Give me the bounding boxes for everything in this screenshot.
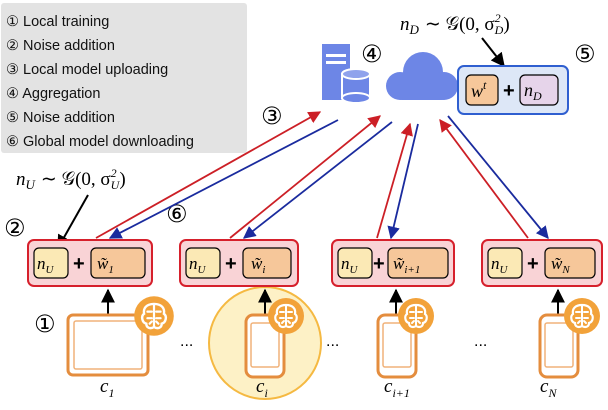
server-noise-cell: [519, 74, 559, 106]
svg-text:nU: nU: [341, 254, 359, 276]
phone-icon: [244, 313, 286, 379]
svg-text:+: +: [503, 80, 515, 102]
svg-text:w̃N: w̃N: [551, 254, 570, 276]
svg-text:+: +: [527, 253, 539, 275]
client-i-plus-1-noise-cell: [337, 247, 373, 279]
svg-text:w̃1: w̃1: [97, 254, 114, 276]
ellipsis-1: ...: [180, 333, 193, 350]
svg-text:ci+1: ci+1: [384, 376, 410, 400]
client-i-weight-cell: [242, 247, 292, 279]
legend: ① Local training ② Noise addition ③ Loca…: [1, 3, 247, 153]
client-1: nU + w̃1 c1: [27, 239, 174, 400]
client-N: nU + w̃N cN: [481, 239, 603, 400]
download-arrow-i: [243, 121, 393, 239]
download-arrow-N: [447, 115, 549, 239]
legend-item-5: ⑤ Noise addition: [6, 110, 115, 126]
step-3-marker: ③: [261, 102, 283, 130]
svg-text:wt: wt: [471, 78, 487, 101]
legend-item-2: ② Noise addition: [6, 38, 115, 54]
svg-text:nU: nU: [37, 254, 55, 276]
download-arrow-1: [108, 119, 339, 239]
brain-icon: [268, 298, 304, 334]
svg-text:cN: cN: [540, 376, 557, 400]
ellipsis-3: ...: [474, 333, 487, 350]
svg-text:nU: nU: [491, 254, 509, 276]
legend-item-3: ③ Local model uploading: [6, 62, 168, 78]
brain-icon: [564, 298, 600, 334]
communication-arrows: [95, 111, 549, 240]
server-noise-arrow: [481, 37, 505, 68]
legend-item-1: ① Local training: [6, 14, 109, 30]
client-1-noise-cell: [33, 247, 69, 279]
client-i-plus-1-weight-cell: [387, 247, 449, 279]
svg-text:+: +: [373, 253, 385, 275]
upload-arrow-1: [95, 111, 322, 239]
client-i-plus-1: nU + w̃i+1 ci+1: [331, 239, 455, 400]
cloud-icon: [386, 52, 458, 100]
brain-icon: [134, 296, 174, 336]
legend-background: [1, 3, 247, 153]
tablet-icon: [66, 313, 150, 377]
step-5-marker: ⑤: [574, 40, 596, 68]
client-i-noise-cell: [185, 247, 221, 279]
svg-text:nD∼ 𝒢(0, σ2D): nD∼ 𝒢(0, σ2D): [400, 11, 510, 37]
svg-text:+: +: [225, 253, 237, 275]
ellipsis-2: ...: [326, 333, 339, 350]
server-aggregation-box: wt + nD: [457, 65, 569, 115]
svg-text:ci: ci: [256, 376, 268, 400]
download-arrow-i1: [387, 123, 419, 240]
client-1-weight-cell: [90, 247, 146, 279]
svg-text:w̃i: w̃i: [251, 254, 265, 276]
brain-icon: [398, 298, 434, 334]
svg-text:nU∼ 𝒢(0, σ2U): nU∼ 𝒢(0, σ2U): [16, 166, 126, 192]
step-1-marker: ①: [34, 310, 56, 338]
upload-arrow-N: [439, 118, 529, 239]
global-model-cell: [465, 74, 499, 106]
upload-arrow-i: [229, 115, 381, 239]
svg-text:w̃i+1: w̃i+1: [393, 254, 420, 276]
legend-item-6: ⑥ Global model downloading: [6, 134, 194, 150]
step-4-marker: ④: [361, 40, 383, 68]
svg-text:nD: nD: [524, 80, 542, 103]
step-2-marker: ②: [4, 214, 26, 242]
phone-icon: [538, 313, 580, 379]
client-i: nU + w̃i ci: [179, 239, 304, 400]
client-N-noise-cell: [487, 247, 523, 279]
svg-text:+: +: [73, 253, 85, 275]
legend-item-4: ④ Aggregation: [6, 86, 100, 102]
upload-arrow-i1: [376, 122, 413, 239]
svg-text:c1: c1: [100, 376, 114, 400]
server-icon: [322, 44, 371, 104]
svg-text:nU: nU: [189, 254, 207, 276]
client-N-weight-cell: [544, 247, 596, 279]
